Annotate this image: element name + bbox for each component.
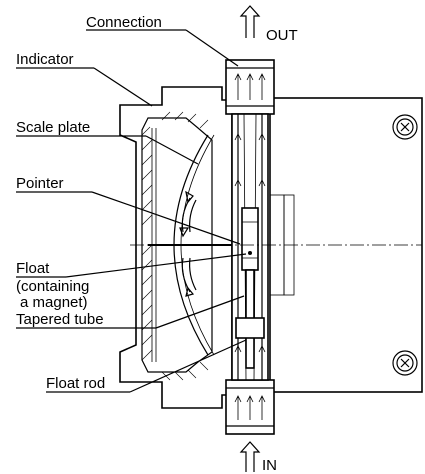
in-arrow-icon [239,441,261,472]
indicator-housing [119,86,250,409]
bottom-screw-icon [392,350,418,376]
label-indicator: Indicator [16,51,74,68]
out-arrow-icon [239,5,261,38]
label-float-line3: a magnet) [20,294,88,311]
label-in: IN [262,457,277,474]
label-pointer: Pointer [16,175,64,192]
label-out: OUT [266,27,298,44]
float-rod [235,269,265,369]
label-float-line2: (containing [16,278,89,295]
label-float-rod: Float rod [46,375,105,392]
label-float-line1: Float [16,260,50,277]
label-connection: Connection [86,14,162,31]
top-screw-icon [392,114,418,140]
up-arrow-icon [179,190,197,238]
label-tapered-tube: Tapered tube [16,311,104,328]
label-scale-plate: Scale plate [16,119,90,136]
float [241,207,259,271]
